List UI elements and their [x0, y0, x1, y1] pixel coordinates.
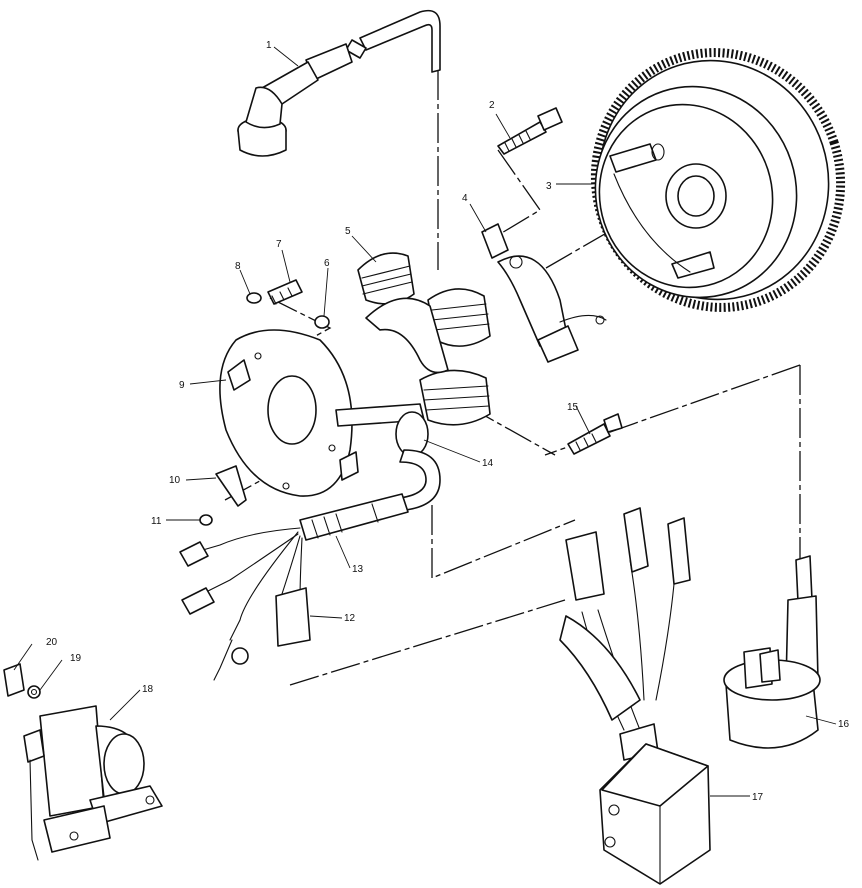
callout-19: 19 — [70, 653, 82, 664]
callout-16: 16 — [838, 719, 850, 730]
callout-3: 3 — [546, 181, 552, 192]
ignition-coil — [723, 555, 821, 749]
callout-7: 7 — [276, 239, 282, 250]
stator-screw — [567, 413, 623, 455]
callout-11: 11 — [151, 516, 162, 527]
screws — [246, 279, 330, 329]
callout-18: 18 — [142, 684, 154, 695]
clamp-and-screw — [199, 465, 247, 526]
callout-4: 4 — [462, 193, 468, 204]
callout-8: 8 — [235, 261, 241, 272]
callout-2: 2 — [489, 100, 495, 111]
stator-plate — [219, 329, 359, 497]
callout-12: 12 — [344, 613, 356, 624]
callout-5: 5 — [345, 226, 351, 237]
callout-labels: 1 2 3 4 5 6 7 8 9 10 11 12 13 14 15 16 1… — [46, 40, 850, 803]
flywheel — [590, 48, 846, 312]
flywheel-bolt — [497, 107, 563, 155]
starter-solenoid — [3, 663, 163, 861]
spark-plug-cap — [237, 9, 441, 157]
callout-14: 14 — [482, 458, 494, 469]
stator-coils — [335, 252, 491, 427]
callout-13: 13 — [352, 564, 364, 575]
wire-harness — [179, 411, 441, 681]
callout-15: 15 — [567, 402, 579, 413]
callout-10: 10 — [169, 475, 181, 486]
cdi-box — [559, 507, 711, 885]
pulser-coil — [481, 223, 607, 363]
callout-20: 20 — [46, 637, 58, 648]
leader-lines — [13, 46, 837, 797]
callout-1: 1 — [266, 40, 272, 51]
callout-9: 9 — [179, 380, 185, 391]
callout-17: 17 — [752, 792, 764, 803]
callout-6: 6 — [324, 258, 330, 269]
